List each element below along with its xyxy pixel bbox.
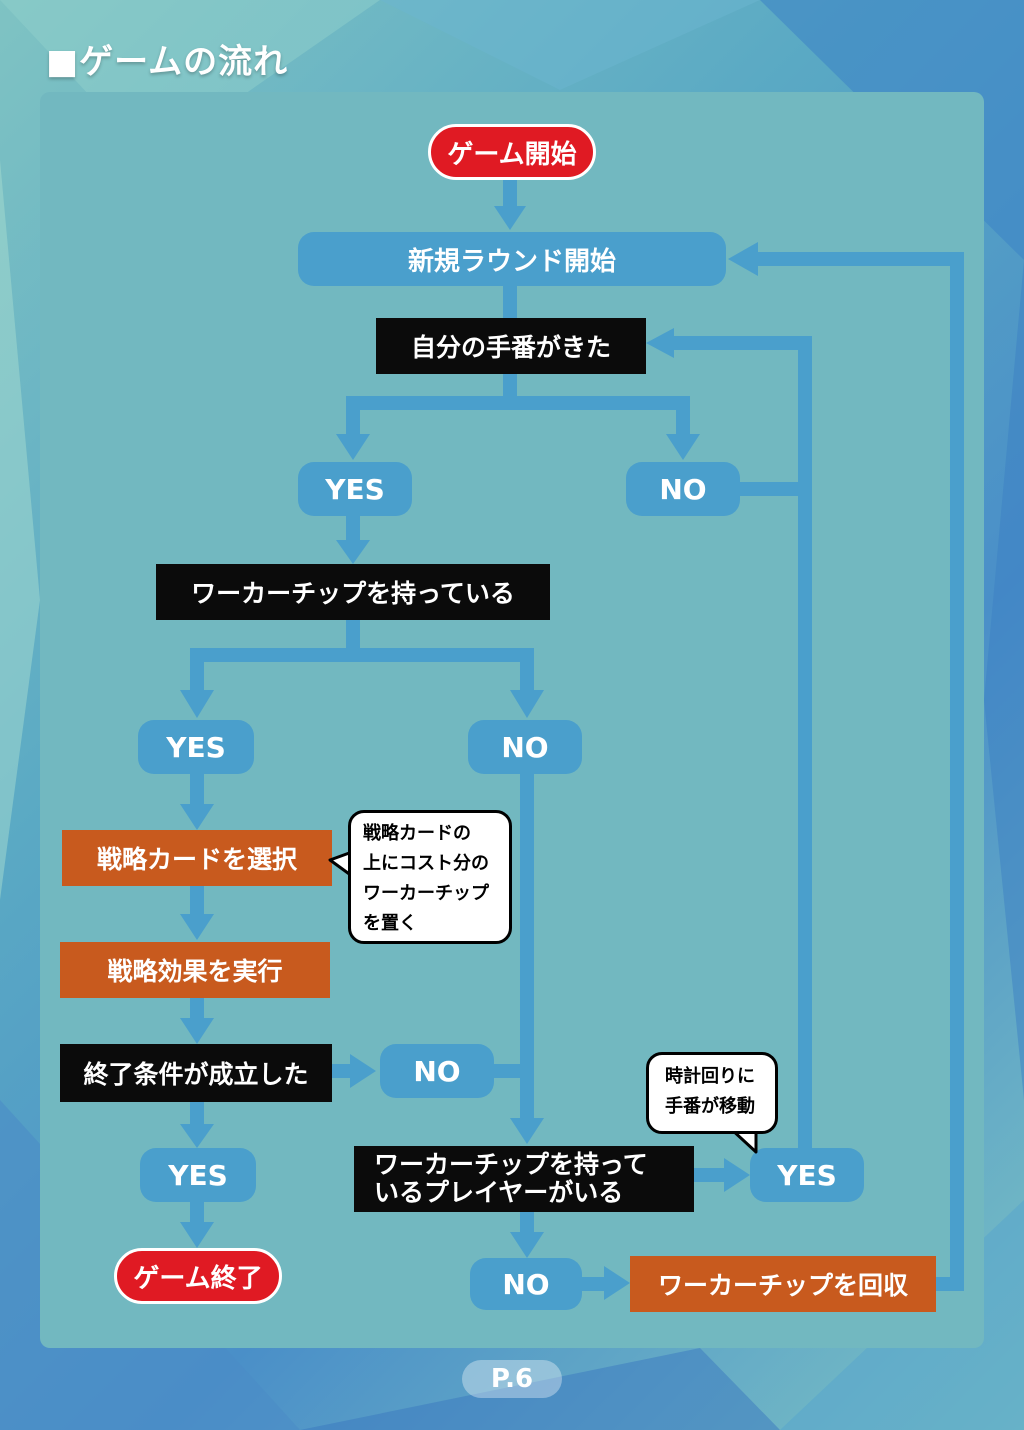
select-card-action: 戦略カードを選択 [62, 830, 332, 886]
others-chip-decision: ワーカーチップを持って いるプレイヤーがいる [354, 1146, 694, 1212]
my-turn-decision: 自分の手番がきた [376, 318, 646, 374]
cost-callout: 戦略カードの 上にコスト分の ワーカーチップ を置く [348, 810, 512, 944]
no-others-chip: NO [470, 1258, 582, 1310]
yes-has-chip: YES [138, 720, 254, 774]
yes-others-chip: YES [750, 1148, 864, 1202]
game-end-node: ゲーム終了 [114, 1248, 282, 1304]
yes-my-turn: YES [298, 462, 412, 516]
cost-callout-line: 戦略カードの [363, 823, 471, 844]
no-my-turn: NO [626, 462, 740, 516]
no-end-condition: NO [380, 1044, 494, 1098]
has-chip-decision: ワーカーチップを持っている [156, 564, 550, 620]
execute-effect-action: 戦略効果を実行 [60, 942, 330, 998]
end-condition-decision: 終了条件が成立した [60, 1044, 332, 1102]
clockwise-callout: 時計回りに 手番が移動 [646, 1052, 778, 1134]
no-has-chip: NO [468, 720, 582, 774]
cost-callout-line: を置く [363, 913, 417, 934]
page-number: P.6 [462, 1360, 562, 1398]
cost-callout-line: ワーカーチップ [363, 883, 489, 904]
new-round-node: 新規ラウンド開始 [298, 232, 726, 286]
clockwise-callout-line: 時計回りに [665, 1066, 755, 1087]
start-node: ゲーム開始 [428, 124, 596, 180]
collect-chip-action: ワーカーチップを回収 [630, 1256, 936, 1312]
page-title: ■ゲームの流れ [46, 42, 289, 82]
yes-end-condition: YES [140, 1148, 256, 1202]
others-chip-line1: ワーカーチップを持って [374, 1150, 648, 1179]
others-chip-line2: いるプレイヤーがいる [374, 1178, 624, 1207]
clockwise-callout-line: 手番が移動 [665, 1096, 755, 1117]
cost-callout-line: 上にコスト分の [363, 853, 489, 874]
